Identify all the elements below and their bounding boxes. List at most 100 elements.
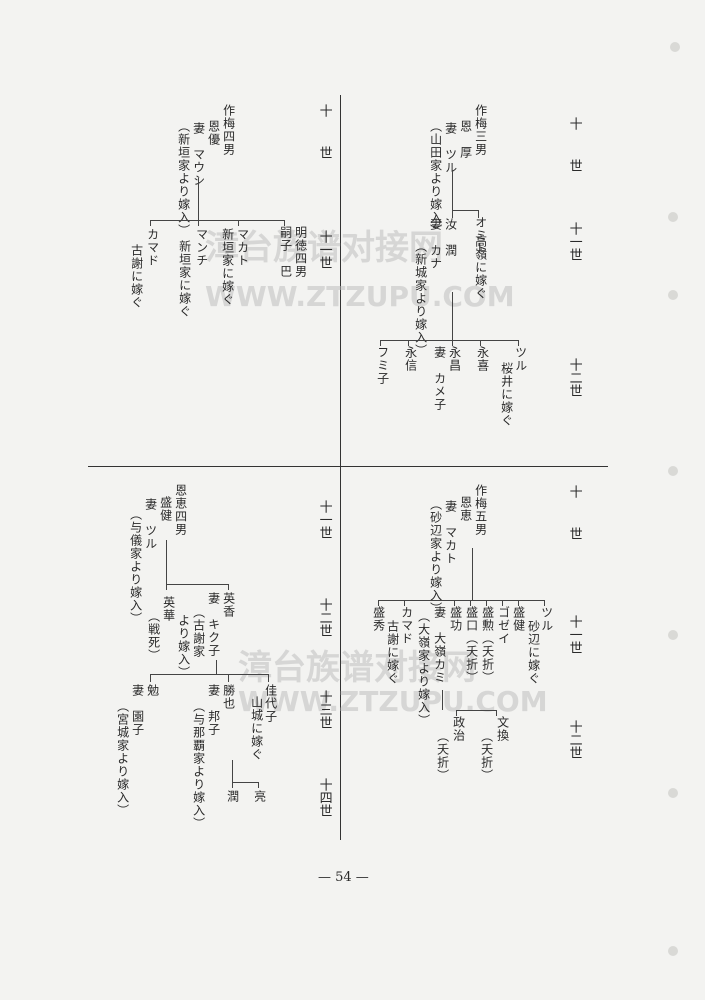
family-connector bbox=[166, 584, 228, 585]
gen-label-12-bottom-left: 十二世 bbox=[316, 598, 332, 637]
family-connector bbox=[378, 600, 379, 606]
father-record: 妻 マウシ bbox=[191, 122, 206, 187]
member-record: 古謝に嫁ぐ bbox=[129, 244, 144, 309]
member-record: 永喜 bbox=[475, 346, 490, 372]
family-connector bbox=[150, 674, 151, 682]
member-record: （与那覇家より嫁入） bbox=[191, 700, 206, 830]
member-record: オミト bbox=[473, 216, 488, 255]
member-record: 盛口（夭折） bbox=[464, 606, 479, 684]
family-connector bbox=[228, 674, 229, 682]
member-record: 嗣子 巴 bbox=[278, 226, 293, 278]
family-connector bbox=[452, 210, 478, 211]
member-record: マカト bbox=[235, 228, 250, 267]
member-record: 妻 カメ子 bbox=[432, 346, 447, 411]
member-record: 新垣家に嫁ぐ bbox=[177, 240, 192, 318]
member-record: 佳代子 bbox=[263, 684, 278, 723]
family-connector bbox=[456, 710, 496, 711]
member-record: 高嶺に嫁ぐ bbox=[473, 235, 488, 300]
watermark-cn-bottom: 漳台族谱对接网 bbox=[238, 648, 476, 688]
member-record: カマド bbox=[399, 606, 414, 645]
binding-hole bbox=[668, 630, 678, 640]
center-vertical-rule bbox=[340, 95, 341, 840]
member-record: 盛勲（夭折） bbox=[480, 606, 495, 684]
father-record: 妻 ツル bbox=[143, 498, 158, 550]
member-record: 英香 bbox=[221, 592, 236, 618]
family-connector bbox=[258, 782, 259, 788]
family-connector bbox=[166, 584, 167, 590]
binding-hole bbox=[668, 466, 678, 476]
family-connector bbox=[232, 782, 258, 783]
gen-label-14-bottom-left: 十四世 bbox=[316, 778, 332, 817]
family-connector bbox=[404, 600, 405, 606]
member-record: 永信 bbox=[403, 346, 418, 372]
family-connector bbox=[452, 340, 453, 346]
member-record: 政治 bbox=[451, 716, 466, 742]
member-record: 妻 園子 bbox=[130, 684, 145, 736]
father-record: 恩優 bbox=[206, 120, 221, 146]
member-record: 潤 bbox=[225, 790, 240, 803]
member-record: ツル bbox=[513, 346, 528, 372]
member-record: マンチ bbox=[194, 228, 209, 267]
member-record: 文換 bbox=[495, 716, 510, 742]
gen-label-10-bottom-right: 十 世 bbox=[566, 485, 582, 548]
member-record: （古謝家 bbox=[191, 606, 206, 658]
member-record: 妻 カナ bbox=[428, 218, 443, 270]
member-record: 砂辺に嫁ぐ bbox=[526, 620, 541, 685]
family-connector bbox=[198, 220, 199, 226]
gen-label-10-right: 十 世 bbox=[566, 117, 582, 180]
family-connector bbox=[198, 178, 199, 220]
family-connector bbox=[478, 210, 479, 218]
father-record: （与儀家より嫁入） bbox=[128, 508, 143, 625]
member-record: 英華 bbox=[161, 596, 176, 622]
family-connector bbox=[470, 600, 471, 606]
member-record: （宮城家より嫁入） bbox=[115, 700, 130, 817]
father-record: 恩恵 bbox=[458, 496, 473, 522]
member-record: （大嶺家より嫁入） bbox=[416, 610, 431, 727]
family-connector bbox=[452, 210, 453, 218]
member-record: ツル bbox=[539, 606, 554, 632]
member-record: 妻 キク子 bbox=[206, 592, 221, 657]
gen-label-12-bottom-right: 十二世 bbox=[566, 720, 582, 759]
binding-hole bbox=[668, 788, 678, 798]
member-record: （夭折） bbox=[435, 730, 450, 782]
family-connector bbox=[472, 548, 473, 600]
binding-hole bbox=[668, 212, 678, 222]
family-connector bbox=[486, 600, 487, 606]
family-connector bbox=[518, 600, 519, 606]
family-connector bbox=[232, 760, 233, 782]
center-horizontal-rule bbox=[88, 466, 608, 467]
father-record: 盛健 bbox=[158, 496, 173, 522]
page-number: — 54 — bbox=[318, 870, 369, 885]
member-record: 盛秀 bbox=[371, 606, 386, 632]
father-record: 作梅五男 bbox=[473, 484, 488, 536]
gen-label-13-bottom-left: 十三世 bbox=[316, 690, 332, 729]
member-record: カマド bbox=[145, 228, 160, 267]
member-record: 永昌 bbox=[447, 346, 462, 372]
member-record: 桜井に嫁ぐ bbox=[499, 362, 514, 427]
family-connector bbox=[544, 600, 545, 606]
family-connector bbox=[380, 340, 518, 341]
family-connector bbox=[480, 340, 481, 346]
family-connector bbox=[150, 220, 284, 221]
member-record: 新垣家に嫁ぐ bbox=[220, 228, 235, 306]
member-record: フミ子 bbox=[375, 346, 390, 385]
gen-label-11-left: 十一世 bbox=[316, 230, 332, 269]
member-record: より嫁入） bbox=[176, 614, 191, 679]
binding-hole bbox=[670, 42, 680, 52]
family-connector bbox=[238, 220, 239, 226]
father-record: 作梅四男 bbox=[221, 104, 236, 156]
father-record: 恩恵四男 bbox=[173, 484, 188, 536]
member-record: （夭折） bbox=[479, 730, 494, 782]
family-connector bbox=[408, 340, 409, 346]
member-record: 妻 邦子 bbox=[206, 684, 221, 736]
gen-label-11-right: 十一世 bbox=[566, 222, 582, 261]
member-record: ゴゼイ bbox=[496, 606, 511, 645]
family-connector bbox=[442, 690, 443, 710]
family-connector bbox=[452, 170, 453, 210]
father-record: （新垣家より嫁入） bbox=[176, 120, 191, 237]
member-record: 勉 bbox=[145, 684, 160, 697]
member-record: 汝 潤 bbox=[443, 218, 458, 257]
member-record: 盛健 bbox=[511, 606, 526, 632]
family-connector bbox=[518, 340, 519, 346]
family-connector bbox=[454, 600, 455, 606]
